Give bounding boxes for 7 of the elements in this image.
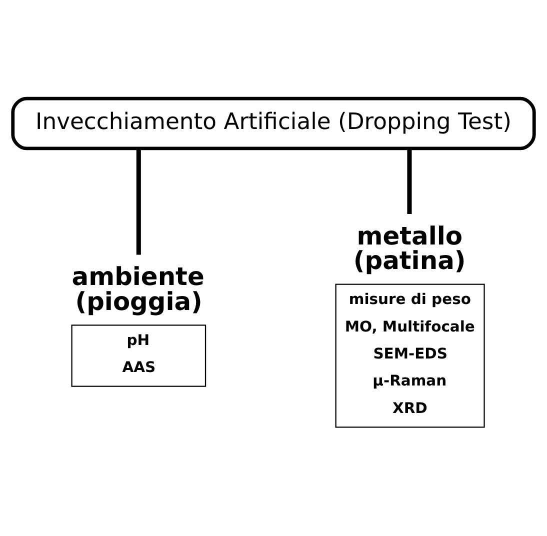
connector xyxy=(407,148,412,214)
node-box: misure di peso MO, Multifocale SEM-EDS μ-Raman XRD xyxy=(335,283,485,428)
connector xyxy=(136,148,141,254)
node-box: pH AAS xyxy=(71,324,206,386)
node-label: metallo (patina) xyxy=(353,220,466,275)
node-box: Invecchiamento Artificiale (Dropping Test) xyxy=(11,96,536,150)
node-label: ambiente (pioggia) xyxy=(72,262,204,316)
